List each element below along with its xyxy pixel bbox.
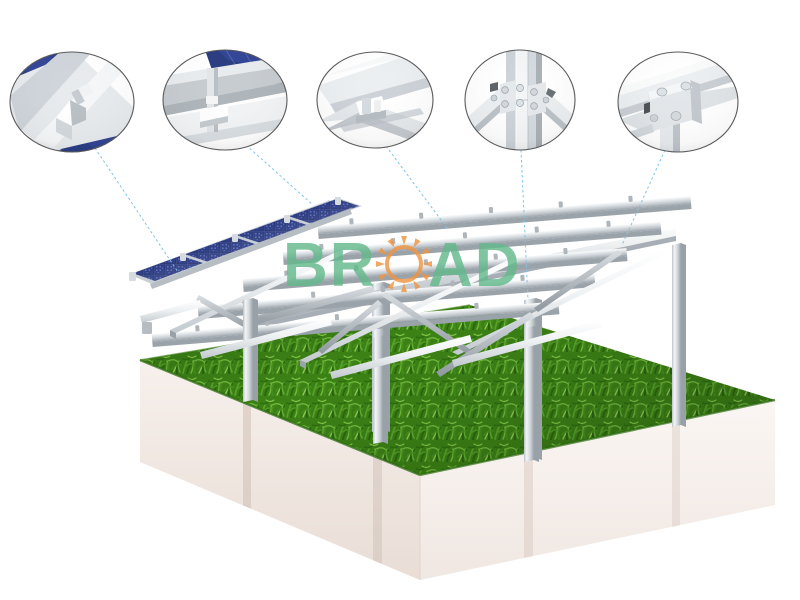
sun-icon xyxy=(376,236,432,292)
solar-panel-3 xyxy=(234,217,310,244)
callout-5-rail-post-bracket[interactable] xyxy=(617,50,739,153)
watermark-text-after: AD xyxy=(428,231,522,300)
callout-3-rail-splice[interactable] xyxy=(316,50,434,149)
panel-clamps xyxy=(129,197,341,281)
leader-line-5 xyxy=(621,149,666,246)
ground-right-face xyxy=(420,400,775,580)
support-post-front-2 xyxy=(373,336,388,444)
callout-2-mid-clamp[interactable] xyxy=(162,49,288,151)
diagonal-brace-5 xyxy=(534,250,622,312)
solar-panel-4 xyxy=(286,198,362,225)
callout-leader-lines xyxy=(94,144,666,301)
watermark-text-before: BR xyxy=(283,231,377,300)
diagonal-brace-2 xyxy=(318,300,382,354)
solar-panel-2 xyxy=(182,236,258,263)
callout-4-post-brace-joint[interactable] xyxy=(462,49,590,151)
front-bottom-rail xyxy=(140,300,202,334)
mounting-rail-5 xyxy=(317,196,692,239)
mounting-structure xyxy=(140,195,692,462)
callout-1-end-clamp[interactable] xyxy=(9,51,135,153)
leader-line-3 xyxy=(385,145,448,229)
leader-line-1 xyxy=(94,147,183,279)
diagonal-brace-3 xyxy=(382,292,474,356)
ground-left-face xyxy=(140,360,420,580)
leader-line-4 xyxy=(520,149,529,301)
solar-panel-1 xyxy=(130,255,206,283)
ground-level-beam-mid xyxy=(330,335,472,379)
solar-panel-array xyxy=(127,197,362,289)
support-post-front-1 xyxy=(243,298,258,402)
diagonal-brace-1 xyxy=(248,286,374,326)
ground-block xyxy=(139,304,776,580)
rail-bolt-studs xyxy=(195,195,633,332)
mounting-rail-4 xyxy=(282,221,662,265)
ground-level-beam-rear xyxy=(452,320,602,367)
ground-level-beam-front xyxy=(200,318,332,359)
support-post-front-3 xyxy=(524,326,539,462)
diagonal-brace-6 xyxy=(196,295,255,332)
leader-line-2 xyxy=(245,144,314,206)
watermark: BR AD xyxy=(283,231,522,300)
support-post-rear-3 xyxy=(672,243,686,427)
mounting-rail-3 xyxy=(242,248,628,292)
